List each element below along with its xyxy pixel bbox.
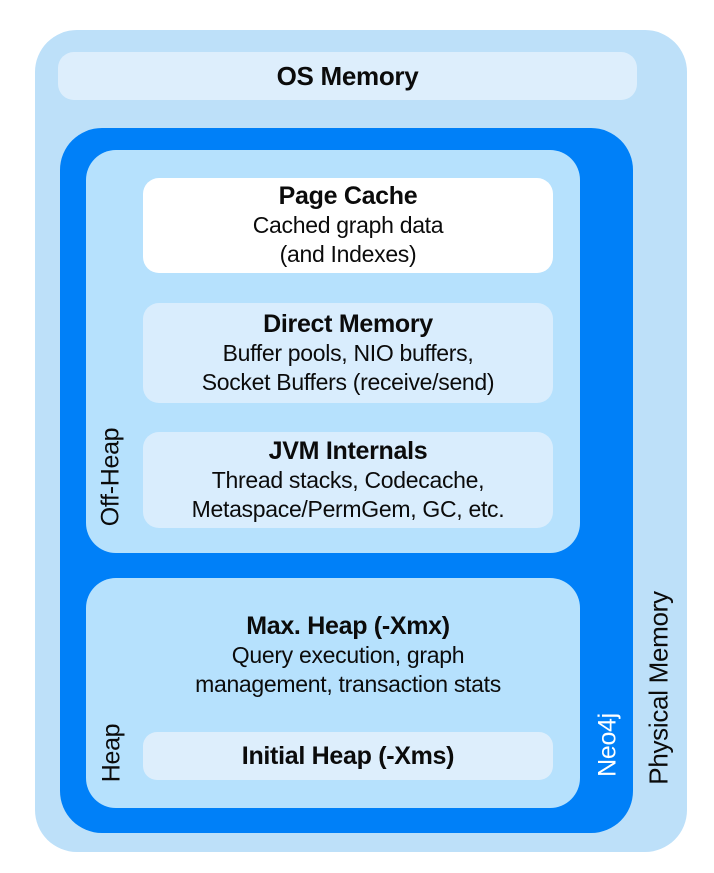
off-heap-region: Off-Heap Page Cache Cached graph data (a… (86, 150, 580, 553)
neo4j-label: Neo4j (593, 713, 622, 777)
jvm-internals-title: JVM Internals (268, 436, 428, 465)
physical-memory-label: Physical Memory (643, 591, 674, 785)
page-cache-desc-line1: Cached graph data (252, 212, 444, 238)
jvm-internals-box: JVM Internals Thread stacks, Codecache, … (143, 432, 553, 528)
direct-memory-desc-line1: Buffer pools, NIO buffers, (222, 339, 474, 366)
neo4j-region: Off-Heap Page Cache Cached graph data (a… (60, 128, 633, 833)
max-heap-desc-line2: management, transaction stats (195, 671, 501, 697)
physical-memory-region: OS Memory Off-Heap Page Cache Cached gra… (35, 30, 687, 852)
max-heap-text: Max. Heap (-Xmx) Query execution, graph … (143, 612, 553, 699)
heap-label: Heap (97, 723, 126, 783)
off-heap-label: Off-Heap (96, 427, 125, 527)
page-cache-title: Page Cache (278, 182, 418, 210)
page-cache-box: Page Cache Cached graph data (and Indexe… (143, 178, 553, 273)
jvm-internals-desc-line1: Thread stacks, Codecache, (211, 466, 485, 493)
page-cache-desc-line2: (and Indexes) (279, 241, 417, 267)
direct-memory-desc-line2: Socket Buffers (receive/send) (201, 368, 495, 395)
os-memory-title: OS Memory (276, 60, 419, 91)
initial-heap-box: Initial Heap (-Xms) (143, 732, 553, 780)
direct-memory-title: Direct Memory (263, 309, 433, 338)
os-memory-bar: OS Memory (58, 52, 637, 100)
max-heap-title: Max. Heap (-Xmx) (246, 612, 450, 640)
initial-heap-title: Initial Heap (-Xms) (241, 741, 455, 770)
jvm-internals-desc-line2: Metaspace/PermGem, GC, etc. (191, 495, 505, 522)
max-heap-desc-line1: Query execution, graph (231, 642, 465, 668)
heap-region: Heap Max. Heap (-Xmx) Query execution, g… (86, 578, 580, 808)
direct-memory-box: Direct Memory Buffer pools, NIO buffers,… (143, 303, 553, 403)
